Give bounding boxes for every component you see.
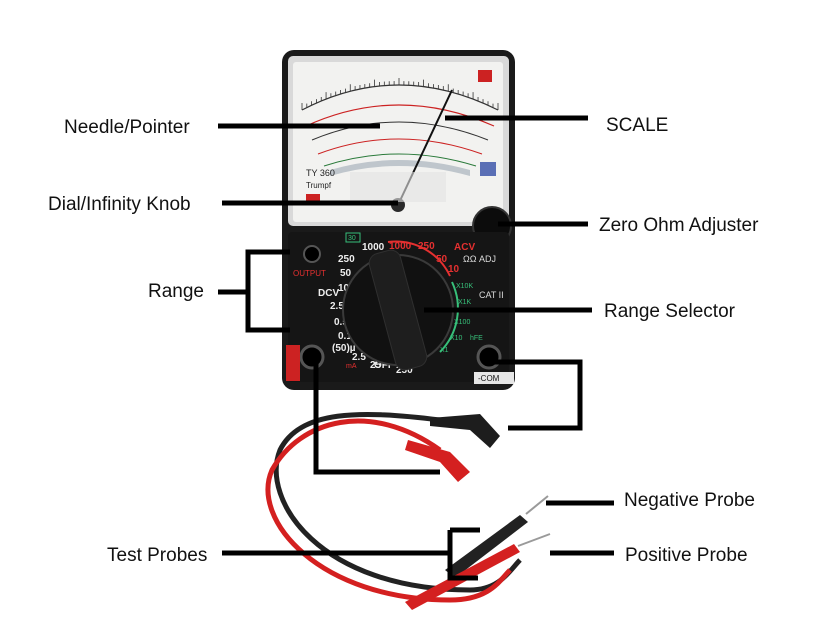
label-negative-probe: Negative Probe: [624, 490, 755, 511]
dial-white-2-5: 2.5: [330, 301, 344, 312]
positive-jack-leader: [313, 358, 440, 475]
label-range: Range: [148, 281, 204, 302]
range-selector-grip: [368, 249, 428, 371]
black-lead-wire: [273, 411, 522, 593]
dial-red-250: 250: [418, 241, 435, 252]
dcv-text: DCV: [318, 288, 339, 299]
scale-arc-acv: [311, 121, 489, 141]
test-probes-bracket: [447, 530, 478, 581]
acv-text: ACV: [454, 242, 475, 253]
dial-white-2-5-ma: 2.5: [352, 352, 366, 363]
dial-red-10: 10: [448, 264, 460, 275]
adj-text: ΩΩ ADJ: [463, 254, 496, 264]
com-badge: [474, 372, 514, 384]
dial-white-250-ma: 250: [396, 365, 413, 376]
scale-logo: [480, 162, 496, 176]
output-text: OUTPUT: [293, 269, 326, 278]
output-jack: [303, 245, 321, 263]
dial-arc-green: [439, 281, 459, 353]
negative-jack-leader: [492, 359, 583, 431]
red-lead-wire: [265, 418, 512, 603]
leader-lines: [218, 115, 614, 581]
label-scale: SCALE: [606, 115, 668, 136]
scale-arc-hfe: [323, 153, 477, 167]
dial-labels: 1000 250 50 10 1000 250 50 10 2.5 0.5 0.…: [330, 232, 483, 376]
dial-arc-red: [387, 240, 451, 277]
dial-white-10: 10: [338, 283, 350, 294]
dial-white-250: 250: [338, 254, 355, 265]
positive-jack: [299, 344, 325, 370]
brand-text: Trumpf: [306, 181, 332, 190]
callout-labels: Needle/Pointer Dial/Infinity Knob Range …: [48, 115, 759, 566]
mirror-strip: [330, 160, 470, 176]
test-leads: [265, 411, 551, 610]
scale-arc-ohm: [301, 84, 499, 111]
dial-white-0-5: 0.5: [334, 317, 348, 328]
label-range-selector: Range Selector: [604, 301, 736, 322]
dial-red-1000: 1000: [389, 241, 412, 252]
scale-ticks: [301, 78, 499, 110]
off-text: OFF: [374, 360, 394, 371]
model-text: TY 360: [306, 168, 335, 178]
dial-white-0-1: 0.1: [338, 331, 352, 342]
pivot-cover: [350, 172, 446, 202]
scale-arc-ac: [317, 138, 483, 155]
red-banana-plug: [405, 440, 470, 482]
dial-green-x1: X1: [440, 347, 449, 354]
dial-white-50u: (50)µ: [332, 343, 356, 354]
dial-white-1000: 1000: [362, 242, 385, 253]
ma-text: mA: [346, 363, 357, 370]
dial-green-x10: X10: [450, 335, 463, 342]
red-corner-badge: [286, 345, 300, 381]
multimeter: TY 360 Trumpf ΩΩ ADJ CAT II OUTPUT DCV A…: [282, 50, 515, 390]
range-leader-top: [218, 249, 290, 295]
black-banana-plug: [430, 414, 500, 448]
label-needle: Needle/Pointer: [64, 117, 190, 138]
dial-white-25: 25: [370, 360, 382, 371]
range-leader-bottom: [245, 292, 290, 333]
cat-text: CAT II: [479, 290, 504, 300]
com-text: -COM: [478, 374, 500, 383]
dial-white-50: 50: [340, 268, 352, 279]
label-zero-ohm: Zero Ohm Adjuster: [599, 215, 759, 236]
dial-green-hfe: hFE: [470, 335, 483, 342]
warning-sticker: [306, 194, 320, 204]
red-probe-tip: [517, 533, 551, 547]
negative-jack: [476, 344, 502, 370]
dial-green-x1k: X1K: [458, 299, 472, 306]
small-box-1-text: 30: [348, 235, 356, 242]
label-positive-probe: Positive Probe: [625, 545, 748, 566]
dial-green-x100: X100: [454, 319, 470, 326]
dial-red-50: 50: [436, 254, 448, 265]
scale-face: [293, 62, 503, 222]
label-dial-knob: Dial/Infinity Knob: [48, 194, 191, 215]
black-probe-body: [445, 515, 528, 578]
brand-logo: [478, 70, 492, 82]
label-test-probes: Test Probes: [107, 545, 207, 566]
black-probe-tip: [525, 495, 549, 515]
dial-green-x10k: X10K: [456, 283, 473, 290]
small-box-1: [345, 232, 361, 243]
